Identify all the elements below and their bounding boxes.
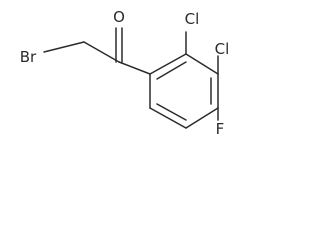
carbonyl-to-methylene-bond bbox=[83, 41, 120, 63]
ring-inner-double-bond-3 bbox=[156, 103, 187, 121]
chlorine-3-label: Cl bbox=[215, 40, 230, 58]
fluorine-label: F bbox=[216, 120, 225, 138]
oxygen-label: O bbox=[113, 8, 125, 26]
ring-bond-c1-c2 bbox=[149, 53, 187, 75]
molecule-structure: O Br Cl Cl F bbox=[20, 8, 230, 138]
methylene-to-bromine-bond bbox=[43, 41, 85, 53]
ring-bond-c4-c5 bbox=[185, 107, 219, 129]
carbonyl-to-ring-bond bbox=[118, 61, 151, 75]
bromine-label: Br bbox=[20, 48, 37, 66]
ring-bond-c5-c6 bbox=[149, 107, 187, 129]
ring-bond-c2-c3 bbox=[185, 53, 219, 75]
ring-inner-double-bond-1 bbox=[156, 61, 187, 80]
chlorine-2-label: Cl bbox=[185, 10, 200, 28]
